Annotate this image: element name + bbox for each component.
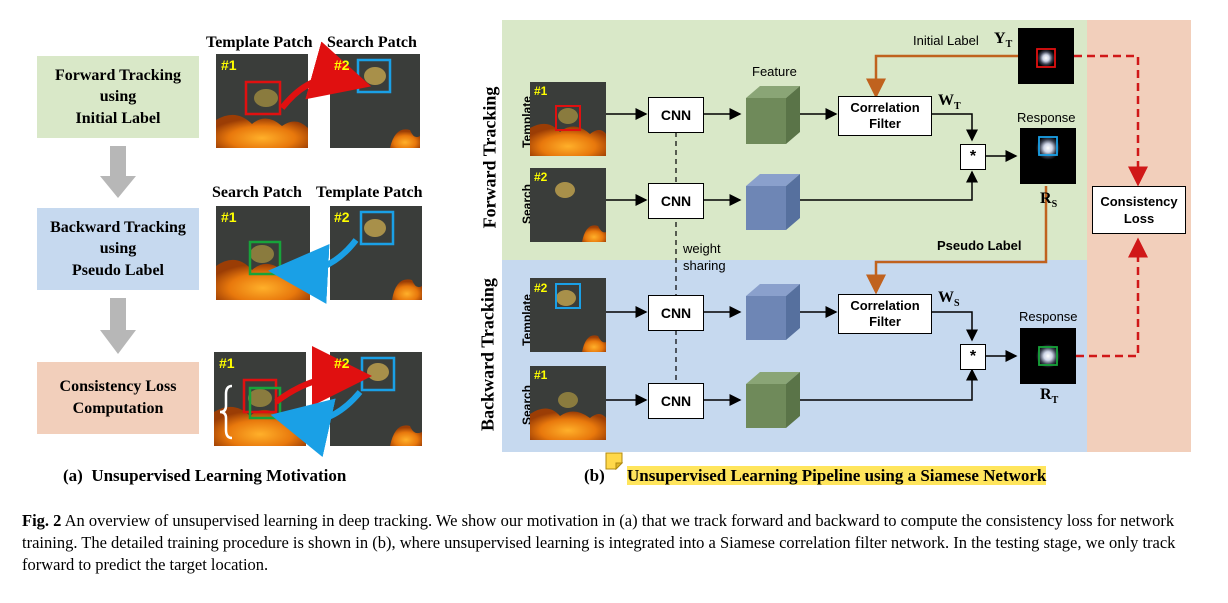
pseudo-label-text: Pseudo Label bbox=[937, 238, 1022, 253]
search-image-backward bbox=[530, 366, 606, 440]
correlation-operator: * bbox=[960, 344, 986, 370]
figure-caption-text: An overview of unsupervised learning in … bbox=[22, 511, 1176, 574]
template-image-backward bbox=[530, 278, 606, 352]
feature-cube-green bbox=[746, 372, 800, 428]
initial-label-text: Initial Label bbox=[913, 33, 979, 48]
forward-arrow bbox=[279, 41, 372, 110]
correlation-filter-block: Correlation Filter bbox=[838, 294, 932, 334]
correlation-filter-block: Correlation Filter bbox=[838, 96, 932, 136]
panel-b-caption: (b) Unsupervised Learning Pipeline using… bbox=[584, 466, 1047, 486]
target-box-blue bbox=[359, 210, 395, 246]
search-image-forward bbox=[530, 168, 606, 242]
y-t-sub: T bbox=[1005, 39, 1013, 51]
frame-label: #2 bbox=[334, 57, 350, 73]
row2-template-patch-title: Template Patch bbox=[316, 184, 423, 201]
pipeline-diagram bbox=[530, 28, 1148, 440]
w-s-main: W bbox=[938, 289, 954, 306]
figure-label: Fig. 2 bbox=[22, 511, 62, 530]
panel-b-caption-prefix: (b) bbox=[584, 466, 605, 485]
response-map-rs bbox=[1020, 128, 1076, 184]
r-t-main: R bbox=[1040, 386, 1052, 403]
down-arrow-icon bbox=[100, 146, 136, 198]
cnn-block: CNN bbox=[648, 295, 704, 331]
response-label: Response bbox=[1017, 110, 1076, 125]
feature-cube-green bbox=[746, 86, 800, 144]
panel-a-illustrations bbox=[214, 41, 422, 458]
r-t-sub: T bbox=[1051, 395, 1059, 407]
frame-label: #2 bbox=[534, 170, 548, 184]
frame-label: #1 bbox=[221, 57, 237, 73]
note-icon bbox=[605, 452, 623, 470]
frame-label: #1 bbox=[221, 209, 237, 225]
consistency-loss-block: Consistency Loss bbox=[1092, 186, 1186, 234]
stage-backward-tracking: Backward Tracking using Pseudo Label bbox=[37, 208, 199, 290]
response-label: Response bbox=[1019, 309, 1078, 324]
frame-image bbox=[216, 54, 308, 148]
initial-label-map bbox=[1018, 28, 1074, 84]
stage-consistency-loss: Consistency Loss Computation bbox=[37, 362, 199, 434]
cnn-block: CNN bbox=[648, 383, 704, 419]
y-t-main: Y bbox=[994, 30, 1006, 47]
correlation-operator: * bbox=[960, 144, 986, 170]
feature-cube-blue bbox=[746, 174, 800, 230]
initial-label-arrow bbox=[866, 54, 1018, 99]
w-t-main: W bbox=[938, 92, 954, 109]
frame-label: #1 bbox=[219, 355, 235, 371]
panel-b-caption-highlight: Unsupervised Learning Pipeline using a S… bbox=[627, 466, 1047, 485]
response-to-loss-arrow bbox=[1076, 237, 1148, 358]
panel-a-caption: (a) Unsupervised Learning Motivation bbox=[63, 466, 347, 485]
frame-label: #2 bbox=[334, 209, 350, 225]
target-box-red bbox=[244, 80, 282, 116]
consistency-region bbox=[1087, 20, 1191, 452]
weight-sharing-label: weight sharing bbox=[683, 241, 726, 273]
r-s-sub: S bbox=[1051, 199, 1058, 211]
cnn-block: CNN bbox=[648, 97, 704, 133]
template-image-forward bbox=[530, 82, 606, 156]
feature-label: Feature bbox=[752, 64, 797, 79]
backward-arrow bbox=[268, 238, 359, 304]
pseudo-label-arrow bbox=[866, 186, 1048, 295]
frame-label: #1 bbox=[534, 84, 548, 98]
stage-forward-tracking: Forward Tracking using Initial Label bbox=[37, 56, 199, 138]
cnn-block: CNN bbox=[648, 183, 704, 219]
frame-label: #1 bbox=[534, 368, 548, 382]
bracket bbox=[219, 384, 233, 440]
y-t-symbol: YT bbox=[994, 30, 1012, 50]
w-s-sub: S bbox=[954, 298, 960, 310]
figure-caption: Fig. 2 An overview of unsupervised learn… bbox=[22, 510, 1212, 576]
r-t-symbol: RT bbox=[1040, 386, 1058, 406]
row2-search-patch-title: Search Patch bbox=[212, 184, 302, 201]
frame-label: #2 bbox=[334, 355, 350, 371]
feature-cube-blue bbox=[746, 284, 800, 340]
response-map-rt bbox=[1020, 328, 1076, 384]
r-s-symbol: RS bbox=[1040, 190, 1057, 210]
frame-label: #2 bbox=[534, 281, 548, 295]
r-s-main: R bbox=[1040, 190, 1052, 207]
w-s-symbol: WS bbox=[938, 289, 960, 309]
row1-template-patch-title: Template Patch bbox=[206, 34, 313, 51]
w-t-sub: T bbox=[954, 101, 961, 113]
w-t-symbol: WT bbox=[938, 92, 961, 112]
label-to-loss-arrow bbox=[1074, 54, 1148, 187]
down-arrow-icon bbox=[100, 298, 136, 354]
